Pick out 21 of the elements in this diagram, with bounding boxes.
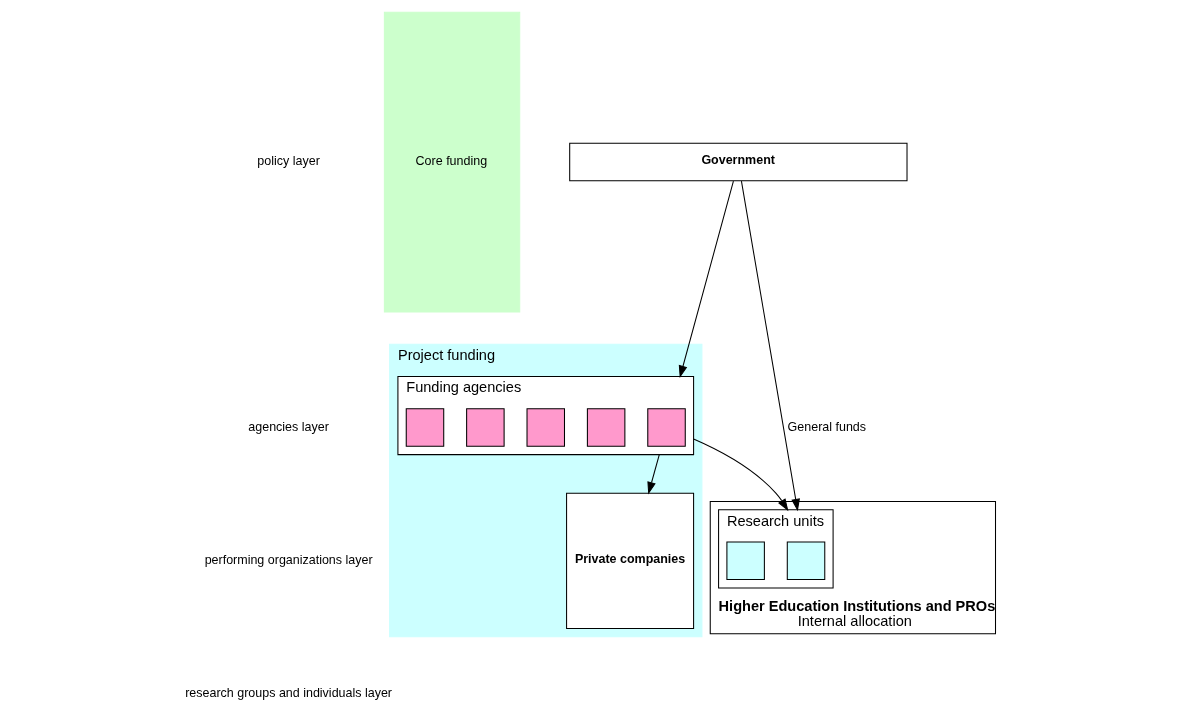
node-box — [647, 408, 686, 447]
node-box: Private companies — [566, 492, 695, 629]
cluster: Funding agencies — [397, 376, 695, 456]
node-box — [786, 541, 826, 581]
label: research groups and individuals layer — [185, 686, 393, 701]
arrow — [678, 180, 734, 379]
arrow — [647, 454, 660, 495]
label: performing organizations layer — [204, 553, 373, 568]
node-box — [526, 408, 565, 447]
edge-label: General funds — [787, 419, 867, 434]
node-box: Government — [569, 142, 908, 182]
node-box — [726, 541, 765, 581]
label: policy layer — [257, 154, 320, 169]
node-box — [586, 408, 626, 447]
node-box: Core funding — [383, 11, 521, 313]
label: agencies layer — [248, 419, 329, 434]
node-box — [405, 408, 445, 447]
arrow — [693, 438, 789, 512]
node-box — [466, 408, 505, 447]
arrow — [740, 180, 800, 512]
cluster: Research units — [718, 509, 834, 589]
